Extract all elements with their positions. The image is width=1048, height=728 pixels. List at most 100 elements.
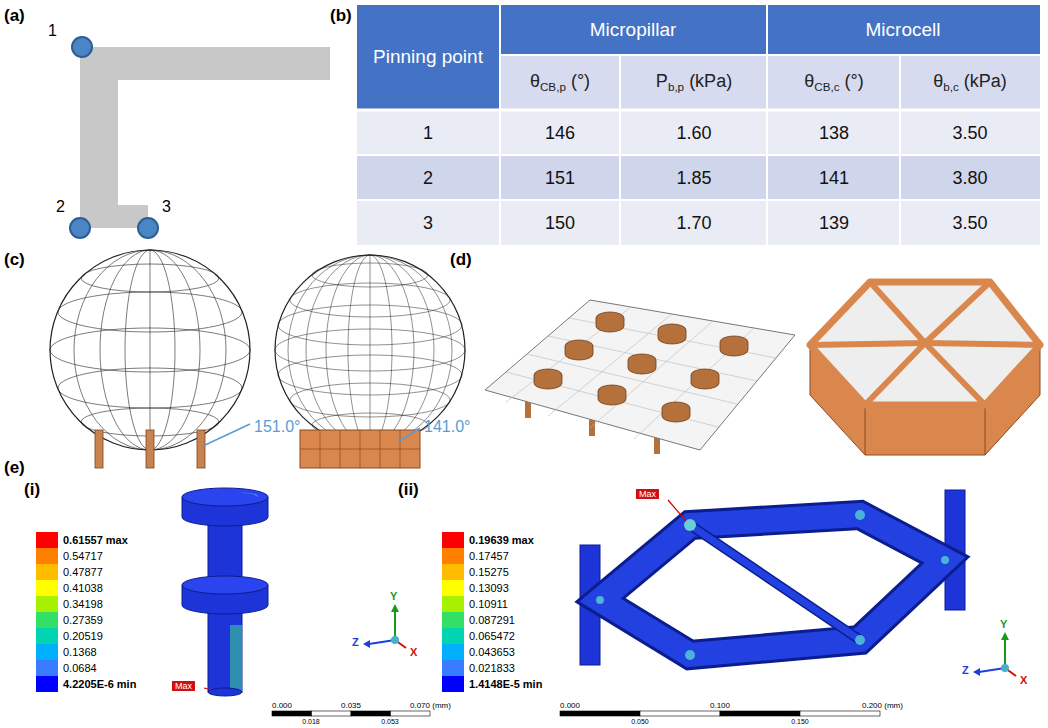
micropillar-support-part	[146, 430, 154, 468]
legend-value: 1.4148E-5 min	[469, 677, 542, 691]
droplet-mesh	[275, 255, 465, 445]
pillar-array-mesh-part	[548, 336, 757, 381]
droplet-mesh-part	[50, 250, 250, 450]
scale-bar-part	[351, 711, 391, 716]
table-header-text: b,c	[943, 80, 959, 93]
legend-value: 0.0684	[63, 661, 97, 675]
microcell-stress-model-part	[685, 650, 695, 660]
legend-swatch	[36, 596, 58, 612]
legend-value: 0.15275	[469, 565, 509, 579]
micropillar-support-part	[95, 430, 103, 468]
legend-value: 0.47877	[63, 565, 103, 579]
scale-value-text: 0.000	[560, 701, 580, 710]
table-cell: 1.85	[676, 168, 711, 189]
table-header-text: θ	[530, 71, 540, 91]
droplet-mesh-part	[150, 250, 151, 450]
scale-bar-part	[272, 711, 312, 716]
table-header-text: CB,c	[814, 80, 839, 93]
pillar-cap-part	[691, 369, 719, 389]
table-cell: 1.70	[676, 213, 711, 234]
contact-angle-text: 151.0°	[254, 418, 300, 435]
table-cell: 1.60	[676, 123, 711, 144]
droplet-mesh-part	[312, 263, 428, 287]
pillar-stress-model-part	[182, 488, 268, 506]
microcell-mesh-part	[865, 343, 925, 405]
table-grid-part	[500, 54, 1040, 56]
legend-value: 0.043653	[469, 645, 515, 659]
panel-label: (ii)	[398, 480, 419, 500]
droplet-mesh-part	[278, 355, 462, 395]
pinning-number: 1	[48, 22, 57, 40]
table-header-text: Micropillar	[590, 19, 677, 40]
microcell-mesh-part	[810, 343, 925, 345]
microcell-stress-model	[580, 490, 965, 665]
table-header: Microcell	[866, 19, 941, 41]
pillar-cap	[534, 312, 748, 422]
panel-label: (e)	[4, 458, 25, 478]
droplet-mesh-part	[290, 283, 450, 317]
microcell-mesh	[810, 282, 1040, 455]
table-grid-part	[357, 199, 1040, 201]
scale-value: 0.035	[341, 701, 361, 710]
axis-triad-part	[391, 636, 399, 644]
droplet-mesh	[50, 250, 250, 450]
scale-bar-part	[800, 711, 880, 716]
droplet-mesh-part	[278, 305, 462, 345]
microcell-mesh-part	[925, 343, 985, 405]
table-cell-text: 1.60	[676, 123, 711, 143]
pillar-array-mesh-part	[527, 354, 737, 404]
table-grid-part	[357, 155, 1040, 200]
scale-value: 0.018	[302, 718, 320, 726]
pillar-cap-part	[534, 369, 562, 389]
axis-label-text: Y	[390, 590, 397, 602]
table-cell: 146	[545, 123, 575, 144]
axis-label: Y	[390, 590, 397, 603]
pillar-cap-part	[565, 340, 593, 360]
microcell-stress-model-part	[668, 500, 686, 521]
legend-value: 0.1368	[63, 645, 97, 659]
axis-label: Z	[962, 664, 969, 677]
table-header: θCB,c(°)	[804, 71, 864, 93]
table-cell: 3	[423, 213, 433, 234]
axis-label: Z	[352, 636, 359, 649]
pillar-array-mesh-part	[485, 300, 795, 450]
legend-value: 0.17457	[469, 549, 509, 563]
microcell-stress-model-part	[690, 525, 860, 640]
panel-label-text: (b)	[330, 6, 352, 25]
pillar-cap-part	[720, 336, 748, 356]
droplet-mesh-part	[288, 255, 452, 445]
legend-value: 0.087291	[469, 613, 515, 627]
panel-label-text: (a)	[4, 6, 25, 25]
microcell-stress-model-part	[596, 596, 604, 604]
legend-value: 0.27359	[63, 613, 103, 627]
legend-swatch	[442, 580, 464, 596]
micropillar-support	[95, 424, 250, 468]
table-header-text: b,p	[668, 80, 684, 93]
legend-swatch	[442, 628, 464, 644]
droplet-mesh-part	[326, 255, 414, 445]
pinning-profile-part	[80, 47, 330, 228]
microcell-mesh-part	[925, 343, 1040, 345]
max-tag: Max	[172, 681, 195, 691]
scale-value: 0.150	[791, 718, 809, 726]
pillar-stress-model-part	[230, 625, 242, 691]
scale-value: 0.000	[560, 701, 580, 710]
panel-label-text: (e)	[4, 458, 25, 477]
droplet-mesh-part	[58, 292, 242, 332]
table-grid-part	[500, 5, 1040, 55]
legend-swatch	[36, 660, 58, 676]
table-header-text: CB,p	[540, 80, 566, 93]
table-cell: 139	[819, 213, 849, 234]
scale-bar-part	[391, 711, 431, 716]
pillar-stress-model	[182, 488, 268, 696]
contact-angle-text: 141.0°	[424, 418, 470, 435]
scale-value: 0.070 (mm)	[410, 701, 451, 710]
scale-bar-part	[560, 711, 640, 716]
table-cell: 150	[545, 213, 575, 234]
table-cell: 1	[423, 123, 433, 144]
legend-value: 0.13093	[469, 581, 509, 595]
pillar-cap-part	[596, 312, 624, 332]
panel-label-text: (d)	[450, 250, 472, 269]
table-cell-text: 1.70	[676, 213, 711, 233]
